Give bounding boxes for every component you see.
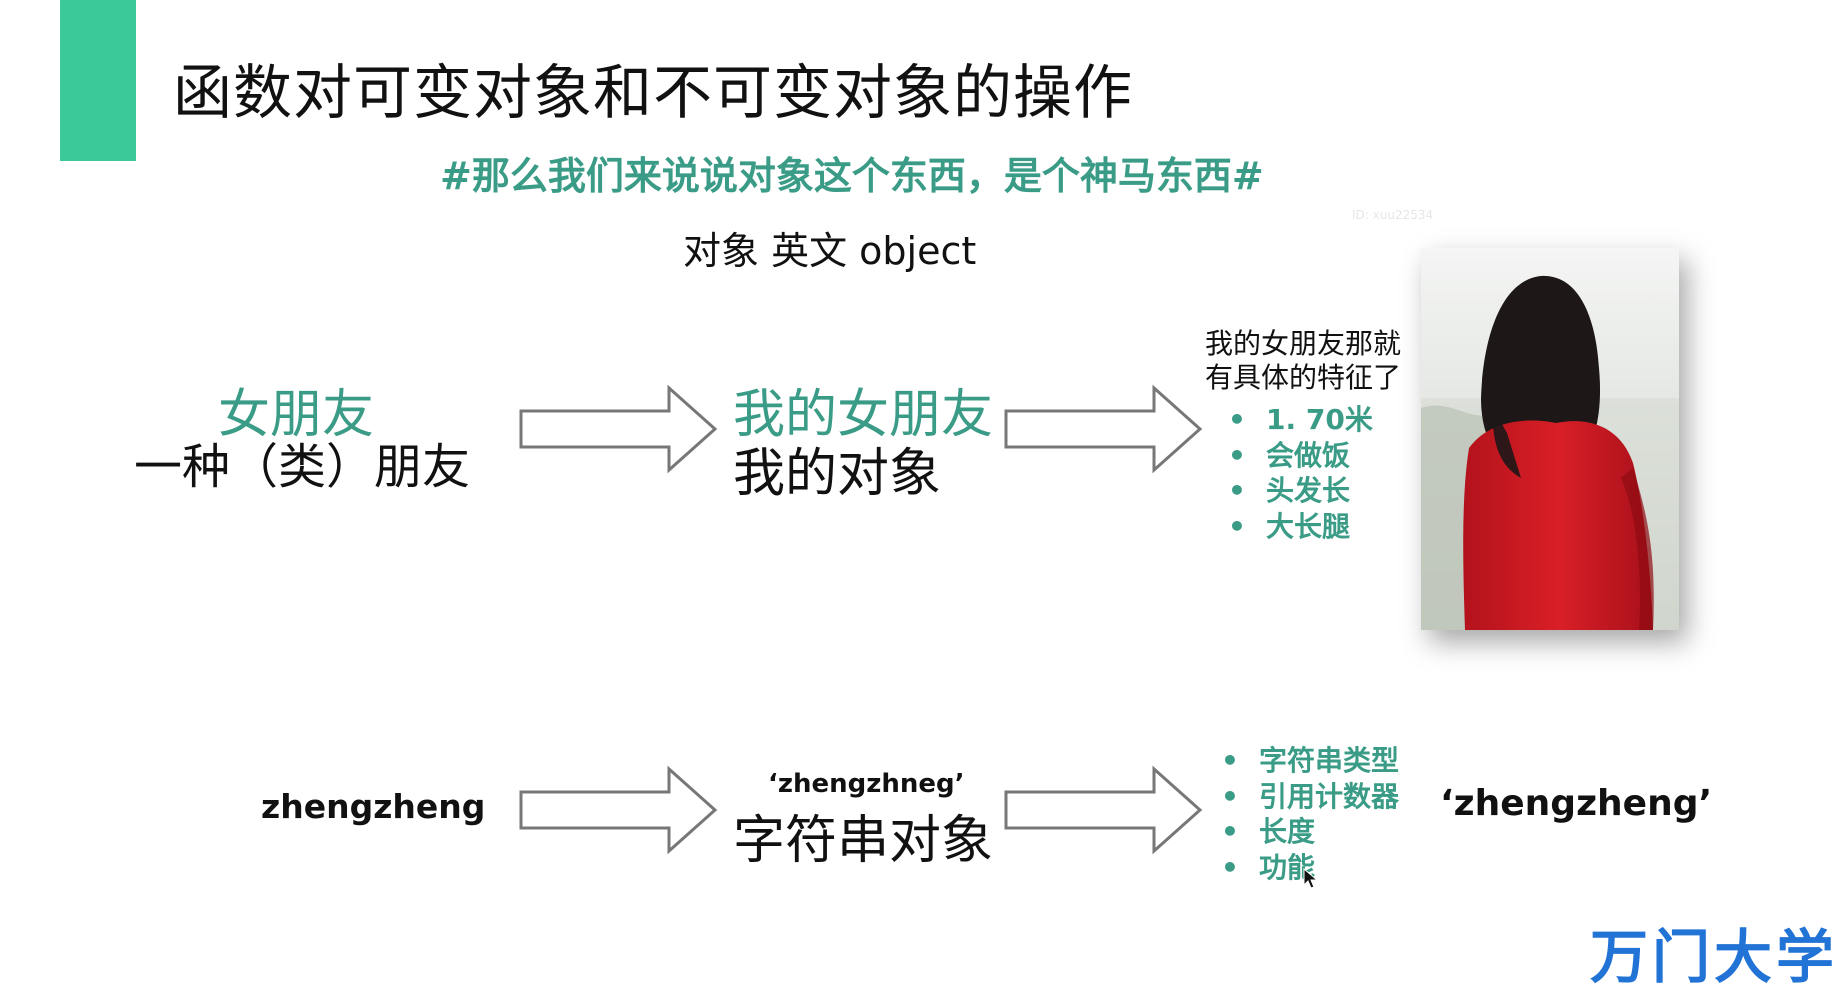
woman-in-red-coat-photo: [1421, 248, 1679, 630]
note-line-2: 有具体的特征了: [1205, 361, 1401, 395]
string-value-label: zhengzheng: [261, 786, 485, 828]
list-item: 大长腿: [1224, 509, 1373, 545]
note-line-1: 我的女朋友那就: [1205, 327, 1401, 361]
my-object-label: 我的对象: [733, 443, 941, 505]
string-object-label: 字符串对象: [733, 810, 993, 872]
slide-title: 函数对可变对象和不可变对象的操作: [173, 57, 1133, 129]
watermark-id: ID: xuu22534: [1352, 208, 1433, 222]
quoted-string-result: ‘zhengzheng’: [1440, 782, 1712, 826]
my-girlfriend-label: 我的女朋友: [733, 384, 993, 446]
title-accent-bar: [60, 0, 136, 161]
arrow-right-icon: [1004, 384, 1204, 474]
list-item: 长度: [1217, 814, 1399, 850]
arrow-right-icon: [1004, 765, 1204, 855]
girlfriend-features-list: 1. 70米 会做饭 头发长 大长腿: [1224, 402, 1373, 544]
object-definition: 对象 英文 object: [683, 226, 976, 276]
quoted-string-label: ‘zhengzhneg’: [768, 767, 965, 801]
brand-logo: 万门大学: [1590, 924, 1838, 990]
list-item: 引用计数器: [1217, 779, 1399, 815]
arrow-right-icon: [519, 384, 719, 474]
list-item: 会做饭: [1224, 438, 1373, 474]
list-item: 字符串类型: [1217, 743, 1399, 779]
arrow-right-icon: [519, 765, 719, 855]
class-description: 一种（类）朋友: [134, 437, 470, 497]
list-item: 头发长: [1224, 473, 1373, 509]
list-item: 1. 70米: [1224, 402, 1373, 438]
mouse-pointer-icon: [1303, 868, 1321, 890]
slide-subtitle: #那么我们来说说对象这个东西，是个神马东西#: [440, 151, 1264, 201]
string-features-list: 字符串类型 引用计数器 长度 功能: [1217, 743, 1399, 885]
